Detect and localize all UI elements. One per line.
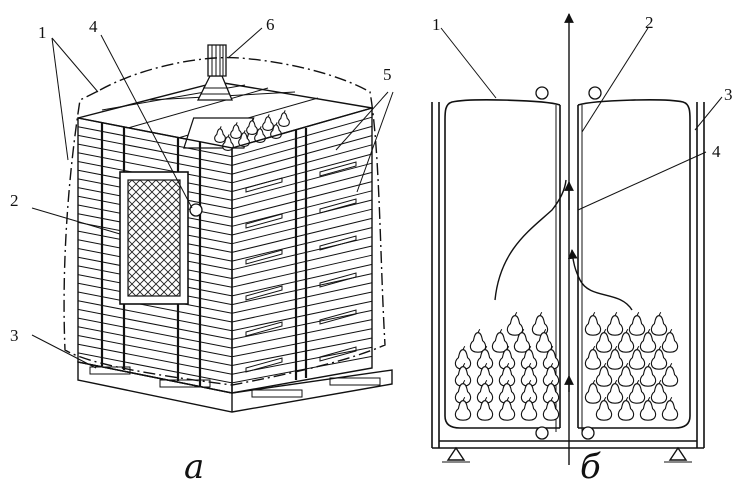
label-b-4: 4 bbox=[712, 142, 721, 161]
caption-a: а bbox=[184, 447, 204, 486]
top-pipe bbox=[196, 44, 233, 101]
label-b-2: 2 bbox=[645, 13, 654, 32]
stack-right-face bbox=[231, 107, 373, 394]
label-a-6: 6 bbox=[266, 15, 275, 34]
valve-icon bbox=[189, 203, 203, 217]
label-a-4: 4 bbox=[89, 17, 98, 36]
part-a-pallet-stack: 1 2 3 4 5 6 а bbox=[10, 15, 394, 486]
membrane-window bbox=[119, 171, 189, 305]
label-a-5: 5 bbox=[383, 65, 392, 84]
label-a-3: 3 bbox=[10, 326, 19, 345]
film-envelope bbox=[63, 56, 386, 386]
label-b-1: 1 bbox=[432, 15, 441, 34]
supports bbox=[442, 446, 692, 463]
right-bag-pears bbox=[584, 311, 679, 421]
top-tray-pears bbox=[214, 110, 290, 151]
label-a-1: 1 bbox=[38, 23, 47, 42]
label-b-3: 3 bbox=[724, 85, 733, 104]
left-bag-pears bbox=[454, 311, 560, 421]
label-a-2: 2 bbox=[10, 191, 19, 210]
leaders-part-a bbox=[31, 27, 394, 369]
part-b-chamber-section: 1 2 3 4 б bbox=[431, 13, 733, 486]
leaders-part-b bbox=[440, 27, 723, 211]
caption-b: б bbox=[580, 447, 601, 486]
